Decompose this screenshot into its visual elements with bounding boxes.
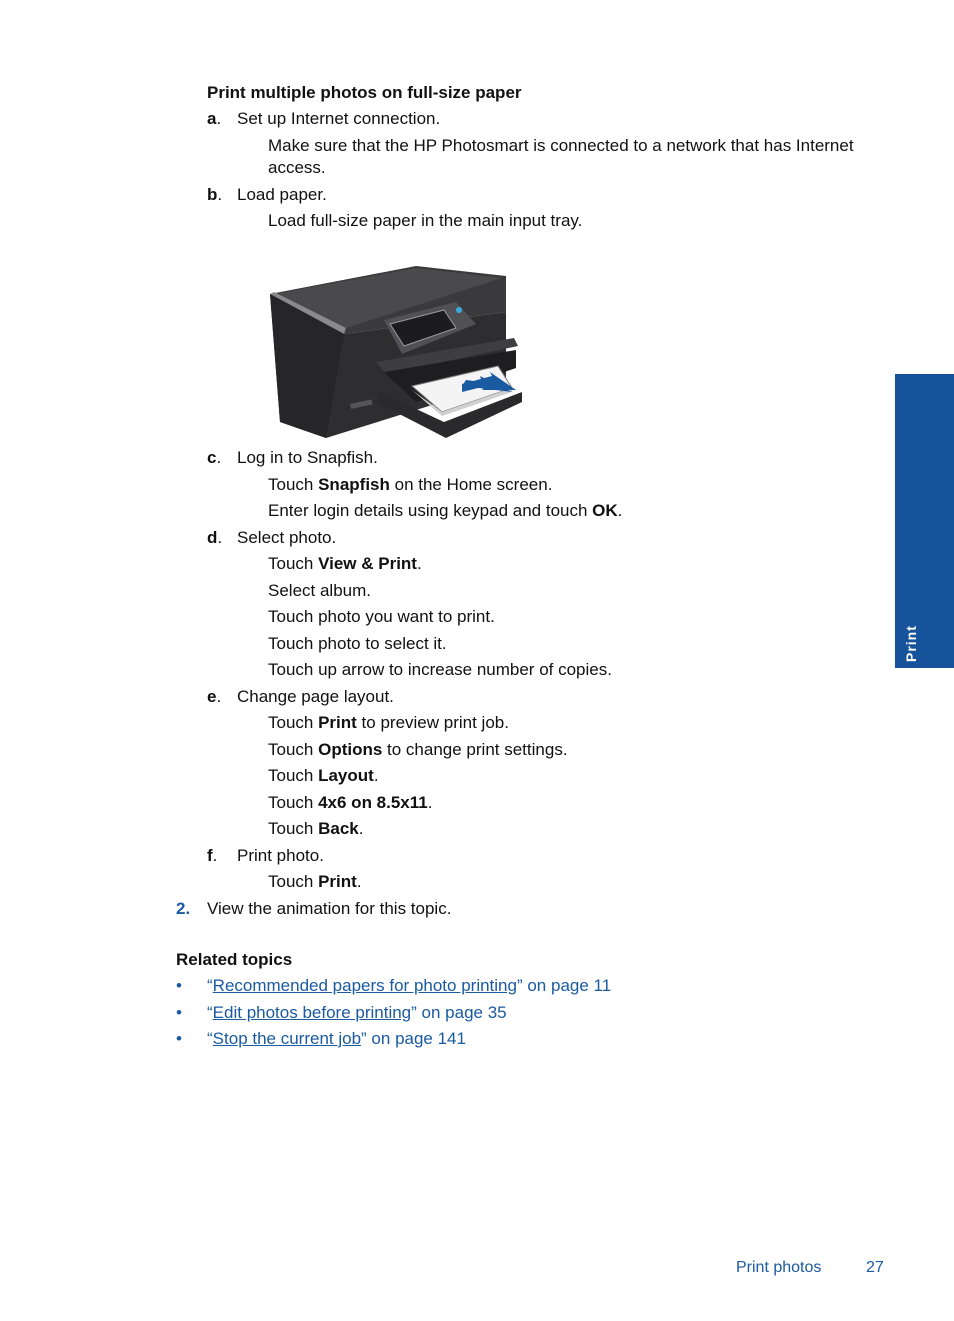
bullet: • [176,1003,182,1022]
step-a-detail-2: access. [268,158,326,177]
step-e-detail-1: Touch Print to preview print job. [268,713,509,732]
related-item: “Stop the current job” on page 141 [207,1029,466,1048]
step-letter: c [207,448,217,467]
step-e-detail-2: Touch Options to change print settings. [268,740,568,759]
step-e: e. [207,687,222,706]
step-letter: d [207,528,218,547]
related-item: “Recommended papers for photo printing” … [207,976,612,995]
related-link-recommended-papers[interactable]: Recommended papers for photo printing [212,976,517,995]
step-letter: a [207,109,217,128]
step-e-detail-5: Touch Back. [268,819,364,838]
related-link-edit-photos[interactable]: Edit photos before printing [212,1003,412,1022]
step-d-detail-2: Select album. [268,581,371,600]
step-e-text: Change page layout. [237,687,394,706]
step-b: b. [207,185,223,204]
step-c-text: Log in to Snapfish. [237,448,378,467]
step-d-detail-4: Touch photo to select it. [268,634,447,653]
step-d-detail-5: Touch up arrow to increase number of cop… [268,660,612,679]
chapter-side-tab: Print [895,374,954,668]
step-f-detail-1: Touch Print. [268,872,362,891]
step-d: d. [207,528,223,547]
related-item: “Edit photos before printing” on page 35 [207,1003,507,1022]
step-c-detail-1: Touch Snapfish on the Home screen. [268,475,553,494]
step-d-detail-1: Touch View & Print. [268,554,422,573]
step-e-detail-3: Touch Layout. [268,766,379,785]
bullet: • [176,976,182,995]
step-e-detail-4: Touch 4x6 on 8.5x11. [268,793,433,812]
section-title: Print multiple photos on full-size paper [207,83,522,102]
step-2-text: View the animation for this topic. [207,899,452,918]
step-a-text: Set up Internet connection. [237,109,441,128]
step-c-detail-2: Enter login details using keypad and tou… [268,501,623,520]
side-tab-label: Print [903,625,919,662]
step-d-detail-3: Touch photo you want to print. [268,607,495,626]
step-f-text: Print photo. [237,846,324,865]
step-c: c. [207,448,222,467]
step-a: a. [207,109,231,128]
step-f: f. [207,846,218,865]
step-letter: b [207,185,218,204]
step-letter: f [207,846,213,865]
step-b-detail: Load full-size paper in the main input t… [268,211,583,230]
step-letter: e [207,687,217,706]
footer-section: Print photos [736,1259,822,1276]
step-number: 2. [176,899,191,918]
bullet: • [176,1029,182,1048]
printer-illustration [270,266,522,438]
page-number: 27 [866,1259,884,1276]
step-b-text: Load paper. [237,185,327,204]
related-topics-heading: Related topics [176,950,293,969]
related-link-stop-current-job[interactable]: Stop the current job [212,1029,362,1048]
step-d-text: Select photo. [237,528,337,547]
step-a-detail-1: Make sure that the HP Photosmart is conn… [268,136,854,155]
